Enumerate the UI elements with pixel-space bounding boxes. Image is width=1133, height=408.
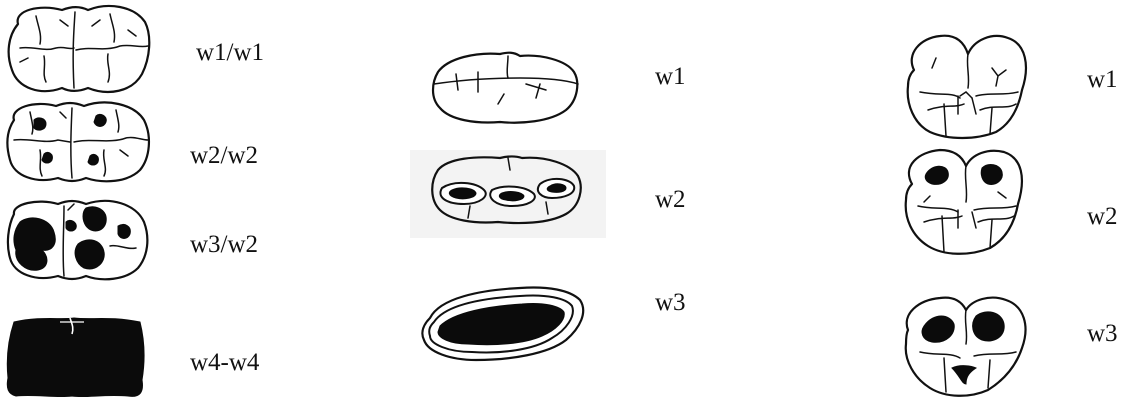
label-w3w2: w3/w2	[190, 232, 258, 257]
edge-w1-drawing	[433, 53, 578, 123]
label-middle-w2: w2	[655, 187, 686, 212]
label-right-w1: w1	[1087, 67, 1118, 92]
molar-w2w2-drawing	[7, 102, 149, 181]
label-w4w4: w4-w4	[190, 350, 259, 375]
label-right-w3: w3	[1087, 321, 1118, 346]
tooth-right-w3-drawing	[906, 298, 1026, 396]
tooth-right-w2-drawing	[906, 150, 1022, 254]
molar-w1w1-drawing	[9, 6, 150, 92]
edge-w3-drawing	[422, 288, 583, 361]
molar-w3w2-drawing	[8, 201, 147, 279]
label-w1w1: w1/w1	[196, 40, 264, 65]
label-right-w2: w2	[1087, 204, 1118, 229]
label-middle-w1: w1	[655, 64, 686, 89]
molar-w4w4-drawing	[7, 318, 144, 397]
label-w2w2: w2/w2	[190, 143, 258, 168]
label-middle-w3: w3	[655, 290, 686, 315]
tooth-right-w1-drawing	[908, 36, 1026, 138]
